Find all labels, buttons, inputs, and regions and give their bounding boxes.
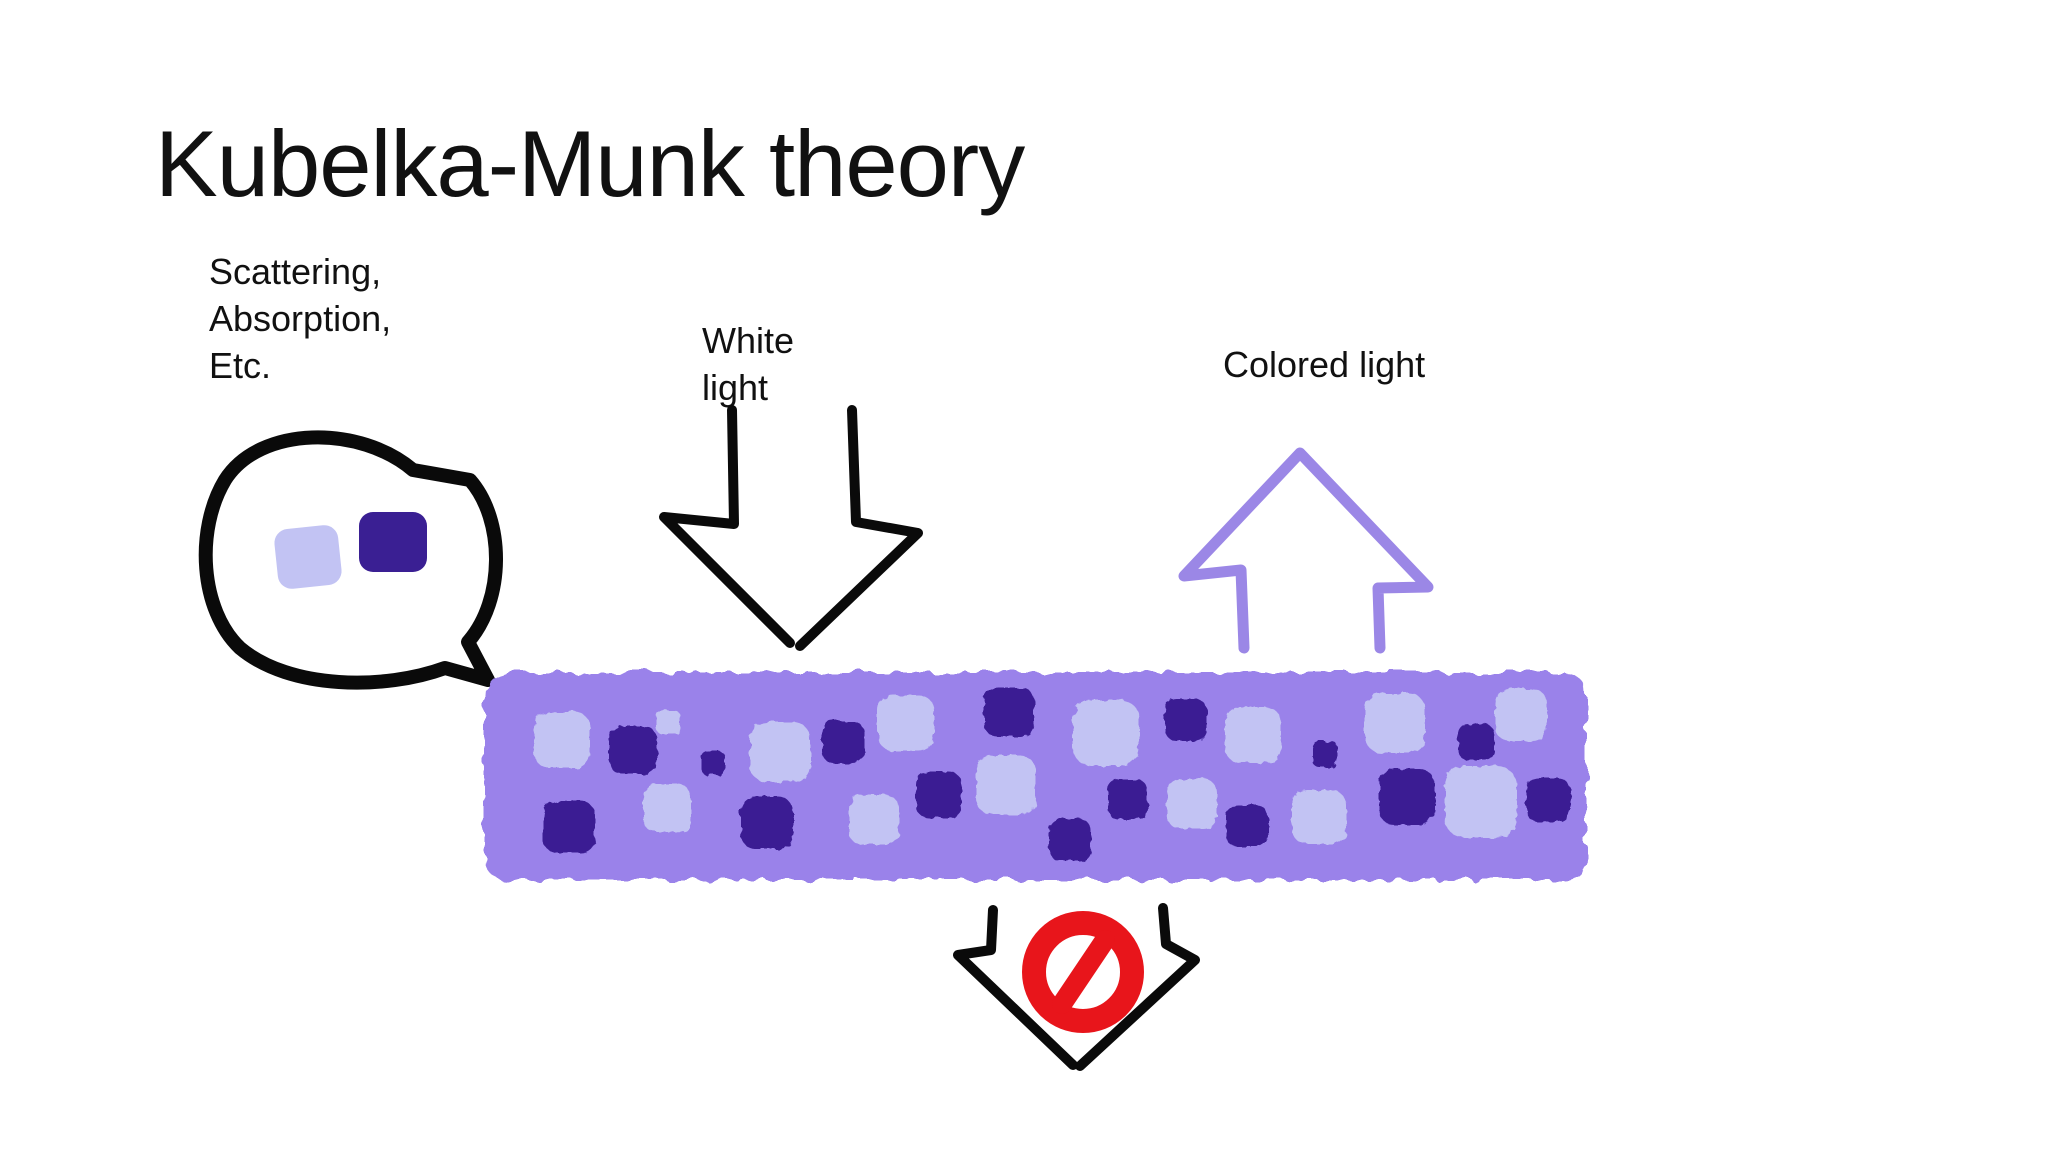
light-particle [643,784,691,832]
light-particle [1167,779,1217,829]
dark-particle [701,751,725,775]
dark-particle [1165,699,1207,741]
dark-particle [1458,724,1494,760]
light-particle [656,710,680,734]
dark-particle [1379,769,1435,825]
up-arrow-icon [1178,447,1434,654]
light-particle [1225,707,1281,763]
transmitted-light-arrow [953,903,1200,1071]
light-particle [878,695,934,751]
light-particle [1445,766,1517,838]
light-particle [1292,790,1346,844]
prohibited-icon [1022,911,1144,1033]
dark-particle [543,801,595,853]
light-particle [1073,700,1139,766]
dark-particle [1226,805,1268,847]
light-particle [849,795,899,845]
light-particle [976,755,1036,815]
pigment-layer [484,672,1586,880]
colored-light-label: Colored light [1223,344,1426,385]
dark-particle [1312,741,1338,767]
dark-particle [822,721,864,763]
dark-particle [609,726,657,774]
dark-particle [916,772,962,818]
slide-title: Kubelka-Munk theory [155,111,1025,216]
down-arrow-icon [659,405,923,651]
dark-particle [741,797,793,849]
light-particle [1365,693,1425,753]
dark-particle [1526,778,1570,822]
light-particle [1495,689,1547,741]
scattering-absorption-label: Scattering, Absorption, Etc. [209,251,392,386]
dark-particle [984,687,1034,737]
light-particle [534,712,590,768]
dark-particle [1049,819,1091,861]
speech-bubble-icon [198,430,503,690]
light-particle [750,722,810,782]
dark-particle [1108,780,1148,820]
white-light-label: White light [702,320,795,408]
